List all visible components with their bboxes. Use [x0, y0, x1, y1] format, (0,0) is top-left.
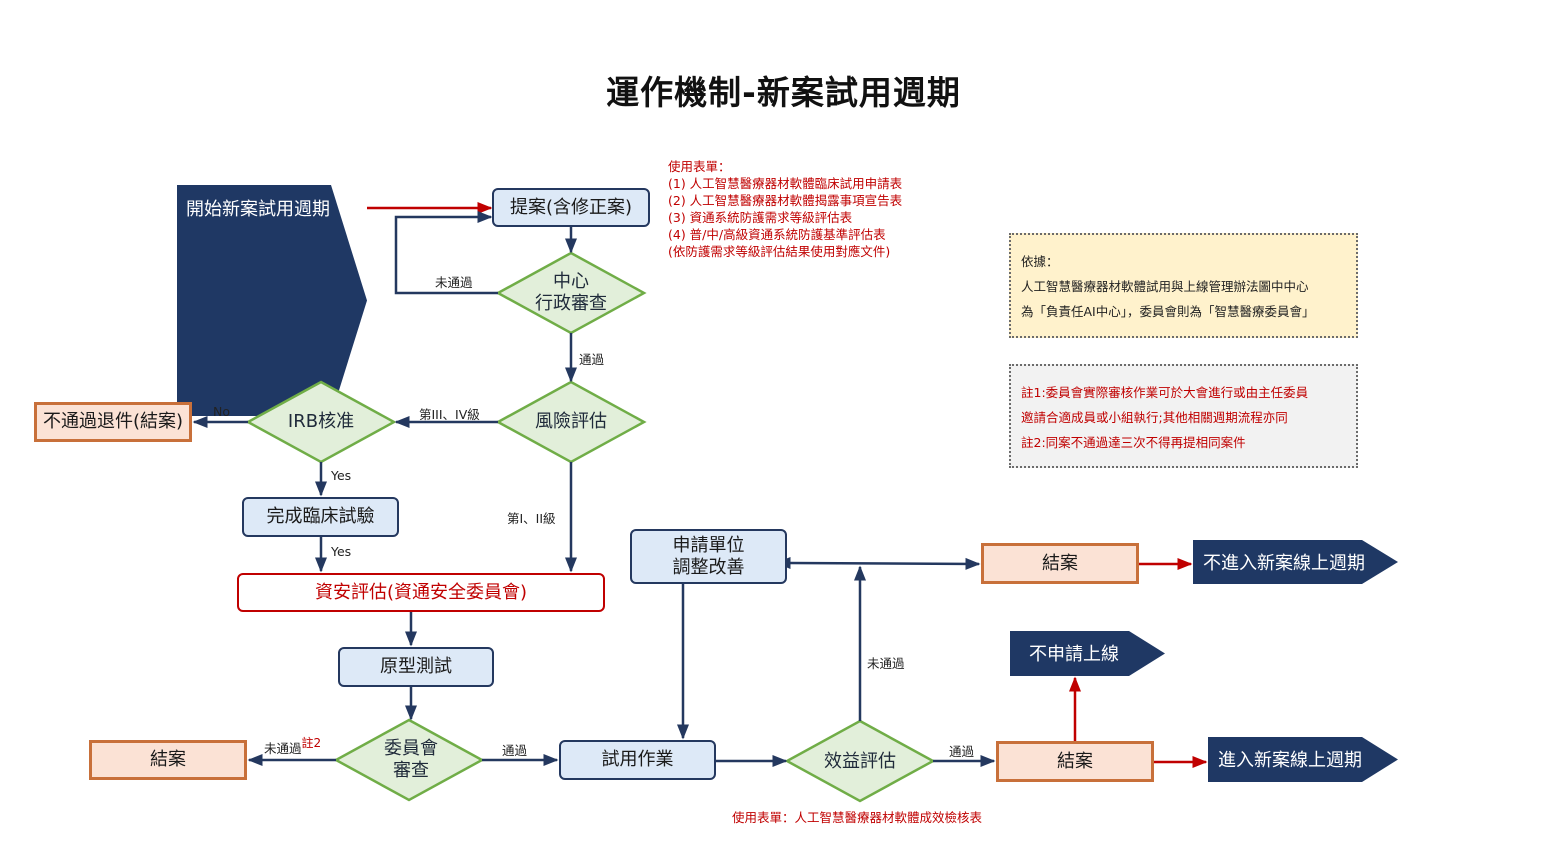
improve-close-link-arrow — [775, 557, 981, 570]
improvement-line-1: 申請單位 — [672, 534, 745, 556]
committee-review-label: 委員會 審查 — [345, 725, 477, 795]
basis-line: 為「負責任AI中心」，委員會則為「智慧醫療委員會」 — [1021, 304, 1315, 319]
improvement-box: 申請單位 調整改善 — [630, 529, 787, 584]
security-eval-box: 資安評估(資通安全委員會) — [237, 573, 605, 612]
proposal-box: 提案(含修正案) — [492, 188, 650, 227]
prototype-test-box: 原型測試 — [338, 647, 494, 687]
forms-note-line: 使用表單： — [668, 159, 731, 174]
committee-diamond — [333, 718, 485, 802]
committee-fail-text: 未通過 — [264, 741, 302, 756]
admin-review-label: 中心 行政審查 — [505, 258, 637, 328]
forms-note-line: (依防護需求等級評估結果使用對應文件) — [668, 244, 891, 259]
online-cycle-shape — [1208, 737, 1398, 782]
basis-box: 依據： 人工智慧醫療器材軟體試用與上線管理辦法圖中中心 為「負責任AI中心」，委… — [1009, 233, 1358, 338]
committee-pass-label: 通過 — [502, 743, 528, 758]
forms-note-line: (3) 資通系統防護需求等級評估表 — [668, 210, 853, 225]
start-tag-shape — [177, 185, 367, 416]
notes-box: 註1:委員會實際審核作業可於大會進行或由主任委員 邀請合適成員或小組執行;其他相… — [1009, 364, 1358, 468]
no-online-cycle-tag: 不進入新案線上週期 — [1203, 553, 1365, 574]
basis-line: 依據： — [1021, 254, 1059, 269]
committee-fail-label: 未通過註2 — [264, 736, 322, 757]
irb-yes-label: Yes — [331, 468, 352, 483]
forms-note-line: (2) 人工智慧醫療器材軟體揭露事項宣告表 — [668, 193, 903, 208]
reject-close-box: 不通過退件(結案) — [34, 402, 192, 442]
page-title: 運作機制-新案試用週期 — [606, 73, 961, 112]
benefit-pass-label: 通過 — [949, 744, 975, 759]
grade-1-2-label: 第I、II級 — [507, 511, 556, 526]
note-line: 註2:同案不通過達三次不得再提相同案件 — [1021, 435, 1246, 450]
close-bottom-box: 結案 — [996, 741, 1154, 782]
admin-review-line-1: 中心 — [553, 271, 589, 293]
close-top-box: 結案 — [981, 543, 1139, 584]
benefit-diamond — [784, 719, 936, 803]
clinical-yes-label: Yes — [331, 544, 352, 559]
committee-review-line-2: 審查 — [393, 760, 429, 781]
admin-fail-label: 未通過 — [435, 275, 473, 290]
admin-review-line-2: 行政審查 — [535, 293, 607, 314]
forms-note-line: (1) 人工智慧醫療器材軟體臨床試用申請表 — [668, 176, 903, 191]
committee-review-line-1: 委員會 — [384, 738, 438, 760]
note-line: 註1:委員會實際審核作業可於大會進行或由主任委員 — [1021, 385, 1309, 400]
grade-3-4-label: 第III、IV級 — [419, 407, 480, 422]
risk-assessment-label: 風險評估 — [535, 411, 607, 433]
bottom-forms-note: 使用表單：人工智慧醫療器材軟體成效檢核表 — [732, 810, 983, 825]
irb-approval-label: IRB核准 — [287, 411, 355, 433]
no-apply-shape — [1010, 631, 1165, 676]
no-apply-tag: 不申請上線 — [1029, 644, 1119, 665]
benefit-fail-label: 未通過 — [867, 656, 905, 671]
note-line: 邀請合適成員或小組執行;其他相關週期流程亦同 — [1021, 410, 1288, 425]
start-tag: 開始新案試用週期 — [186, 199, 330, 220]
improvement-line-2: 調整改善 — [672, 556, 745, 578]
forms-note-line: (4) 普/中/高級資通系統防護基準評估表 — [668, 227, 886, 242]
online-cycle-tag: 進入新案線上週期 — [1218, 750, 1362, 771]
review-fail-loop-arrow — [394, 211, 498, 295]
no-online-cycle-shape — [1193, 540, 1398, 584]
forms-note: 使用表單： (1) 人工智慧醫療器材軟體臨床試用申請表 (2) 人工智慧醫療器材… — [668, 158, 902, 260]
close-left-box: 結案 — [89, 740, 247, 780]
trial-operation-box: 試用作業 — [559, 740, 716, 780]
irb-no-label: No — [213, 404, 230, 419]
clinical-trial-box: 完成臨床試驗 — [242, 497, 399, 537]
benefit-assessment-label: 效益評估 — [824, 751, 896, 773]
admin-pass-label: 通過 — [579, 352, 605, 367]
note2-marker: 註2 — [301, 736, 322, 750]
basis-line: 人工智慧醫療器材軟體試用與上線管理辦法圖中中心 — [1021, 279, 1309, 294]
